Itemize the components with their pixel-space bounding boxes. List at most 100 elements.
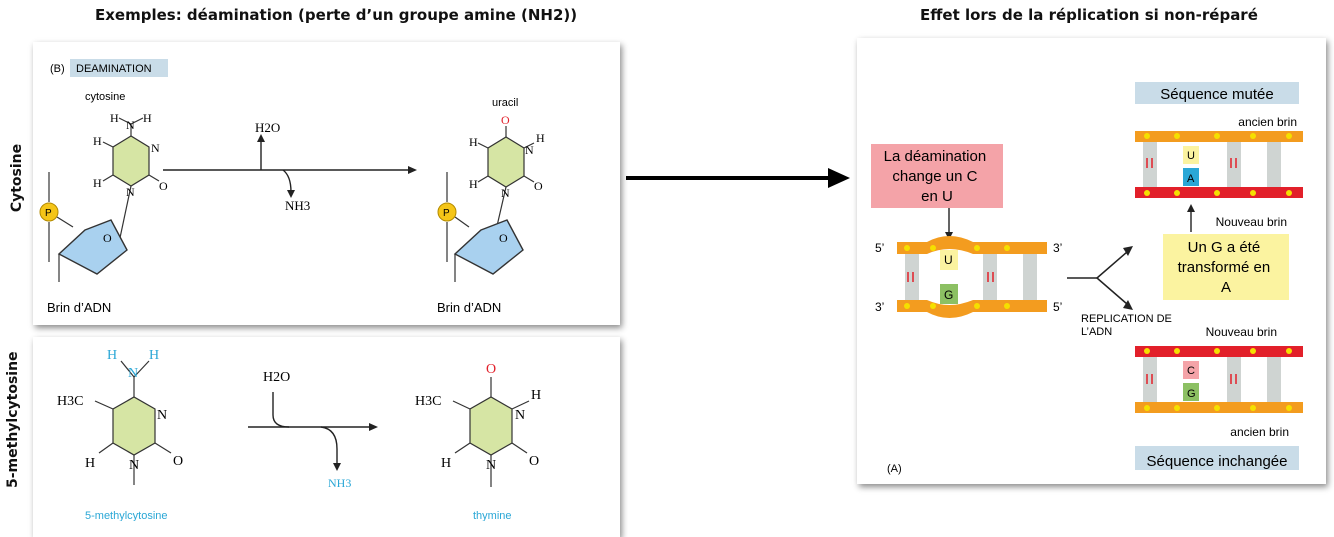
strand-label-right: Brin d’ADN	[437, 300, 501, 315]
three-prime-top: 3’	[1053, 241, 1062, 255]
atom-n: N	[486, 458, 496, 473]
replication-fork-arrows	[1067, 246, 1133, 310]
cytosine-deamination-figure: (B) DEAMINATION cytosine H N H H N H N O	[39, 59, 545, 315]
methylcytosine-molecule: H H N H3C N H N O	[57, 348, 183, 485]
up-arrowhead	[1187, 204, 1195, 212]
methyl-group: H3C	[57, 394, 83, 409]
old-strand-label-top: ancien brin	[1238, 115, 1297, 129]
ammonia-arrowhead	[287, 190, 295, 198]
atom-o: O	[529, 454, 539, 469]
atom-o: O	[486, 362, 496, 377]
atom-h: H	[143, 111, 152, 125]
panel-a-letter: (A)	[887, 463, 902, 475]
water-label: H2O	[255, 120, 280, 135]
water-arrowhead	[257, 134, 265, 142]
atom-n: N	[126, 118, 135, 132]
atom-n: N	[515, 408, 525, 423]
atom-h: H	[93, 134, 102, 148]
atom-n: N	[525, 143, 534, 157]
reaction-arrowhead	[408, 166, 417, 174]
atom-h: H	[107, 348, 117, 363]
reaction-arrowhead	[369, 423, 378, 431]
atom-n: N	[126, 185, 135, 199]
five-prime-bottom: 5’	[1053, 300, 1062, 314]
uracil-name: uracil	[492, 97, 518, 109]
new-strand-label-bottom: Nouveau brin	[1206, 325, 1277, 339]
atom-o: O	[499, 231, 508, 245]
atom-o: O	[103, 231, 112, 245]
side-label-cytosine: Cytosine	[9, 143, 25, 213]
base-g: G	[1187, 388, 1196, 400]
ammonia-label: NH3	[285, 198, 310, 213]
mutated-header-bg	[1135, 82, 1299, 104]
atom-o: O	[534, 179, 543, 193]
atom-n: N	[128, 366, 138, 381]
atom-n: N	[129, 458, 139, 473]
phosphate-label: P	[443, 208, 450, 219]
strand-label-left: Brin d’ADN	[47, 300, 111, 315]
atom-h: H	[536, 131, 545, 145]
deamination-tag-bg	[70, 59, 168, 77]
water-in-arrow	[272, 392, 290, 428]
atom-h: H	[93, 176, 102, 190]
ammonia-arrowhead	[333, 463, 341, 471]
atom-o: O	[501, 113, 510, 127]
pointer-arrowhead	[945, 232, 953, 240]
left-title: Exemples: déamination (perte d’un groupe…	[95, 6, 578, 24]
mutated-duplex	[1135, 131, 1303, 198]
mutated-header: Séquence mutée	[1160, 86, 1273, 103]
atom-h: H	[110, 111, 119, 125]
panel-cytosine-deamination: (B) DEAMINATION cytosine H N H H N H N O	[33, 42, 620, 325]
atom-h: H	[469, 135, 478, 149]
panel-methylcytosine-deamination: H H N H3C N H N O 5-methylcytosine H2O N…	[33, 337, 620, 537]
sugar-phosphate-right: P O	[437, 172, 524, 282]
side-label-methylcytosine: 5-methylcytosine	[5, 351, 21, 488]
atom-n: N	[501, 186, 510, 200]
methylcytosine-name: 5-methylcytosine	[85, 510, 168, 521]
ammonia-out-arrow	[320, 426, 338, 465]
unchanged-duplex	[1135, 346, 1303, 413]
panel-replication-effect: La déamination change un C en U U G 5’	[857, 38, 1326, 484]
base-g: G	[944, 288, 953, 302]
original-duplex	[897, 236, 1047, 318]
base-u: U	[944, 253, 953, 267]
unchanged-header: Séquence inchangée	[1147, 453, 1288, 470]
g-transformed-box	[1163, 234, 1289, 300]
base-c: C	[1187, 365, 1195, 377]
methylcytosine-deamination-figure: H H N H3C N H N O 5-methylcytosine H2O N…	[57, 348, 541, 522]
thymine-molecule: O H3C N H H N O	[415, 362, 541, 487]
replication-label: REPLICATION DE L’ADN	[1081, 313, 1175, 338]
ammonia-label: NH3	[328, 476, 351, 490]
atom-n: N	[157, 408, 167, 423]
panel-b-letter: (B)	[50, 63, 65, 75]
atom-h: H	[469, 177, 478, 191]
deamination-note-box	[871, 144, 1003, 208]
phosphate-label: P	[45, 208, 52, 219]
five-prime-top: 5’	[875, 241, 884, 255]
big-arrow	[626, 168, 850, 188]
atom-h: H	[85, 456, 95, 471]
atom-n: N	[151, 141, 160, 155]
new-strand-label-top: Nouveau brin	[1216, 215, 1287, 229]
thymine-name: thymine	[473, 510, 512, 521]
atom-h: H	[149, 348, 159, 363]
sugar-phosphate-left: P O	[39, 172, 128, 282]
methyl-group: H3C	[415, 394, 441, 409]
old-strand-label-bottom: ancien brin	[1230, 425, 1289, 439]
three-prime-bottom: 3’	[875, 300, 884, 314]
right-title: Effet lors de la réplication si non-répa…	[920, 6, 1258, 24]
unchanged-header-bg	[1135, 446, 1299, 470]
g-transformed-note: Un G a été transformé en A	[1178, 239, 1275, 296]
atom-h: H	[531, 388, 541, 403]
deamination-note: La déamination change un C en U	[884, 148, 991, 205]
atom-o: O	[173, 454, 183, 469]
cytosine-name: cytosine	[85, 91, 125, 103]
base-u: U	[1187, 150, 1195, 162]
replication-figure: La déamination change un C en U U G 5’	[871, 82, 1303, 475]
deamination-tag: DEAMINATION	[76, 63, 152, 75]
base-a: A	[1187, 173, 1195, 185]
water-label: H2O	[263, 370, 290, 385]
ammonia-out-arrow	[282, 169, 292, 193]
atom-h: H	[441, 456, 451, 471]
atom-o: O	[159, 179, 168, 193]
